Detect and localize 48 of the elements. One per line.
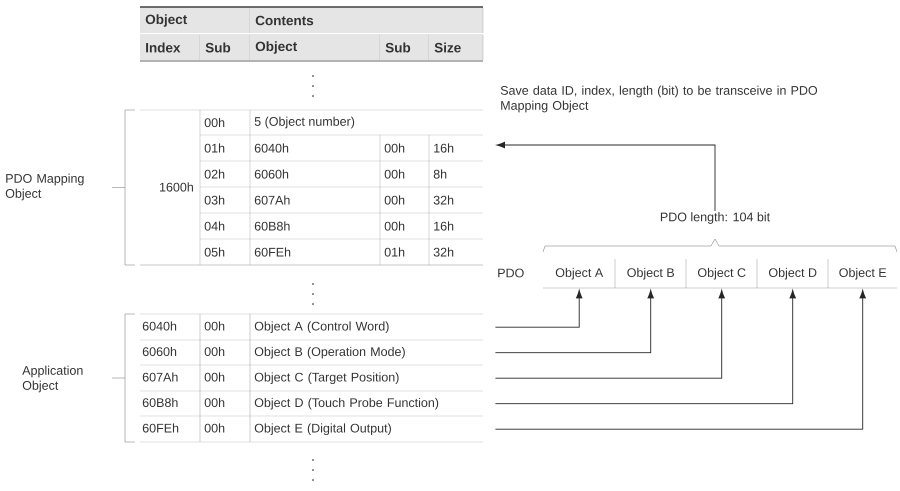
table-cell: 03h [204,195,224,205]
arrow [496,142,716,212]
arrow [494,290,866,430]
header-cell: Sub [380,34,430,62]
table-cell: 05h [204,247,224,257]
table-cell: 00h [384,169,404,179]
table-cell: 16h [434,143,454,153]
table-cell: 1600h [160,182,193,192]
note-text: Save data ID, index, length (bit) to be transceive in PDO Mapping Object [500,86,818,112]
table-cell: 04h [204,221,224,231]
table-row: 607Ah 00h Object C (Target Position) [140,364,484,392]
group-label: PDO Mapping Object [6,174,84,200]
table-cell: 32h [434,247,454,257]
pdo-cell: Object A [542,258,616,288]
arrow [494,290,654,354]
table-cell: 01h [204,143,224,153]
table-cell: 60FEh [254,247,290,257]
table-cell: 6040h [254,143,288,153]
row-label: PDO [498,268,524,278]
table-row: 60B8h 00h Object D (Touch Probe Function) [140,390,484,416]
table-cell: 6060h [254,169,288,179]
table-cell: 01h [384,247,404,257]
table-cell: 607Ah [254,195,290,205]
table-cell: 8h [434,169,446,179]
table-cell: 5 (Object number) [254,116,354,128]
group-label: Application Object [22,366,83,392]
arrow [494,290,725,379]
pdo-cell: Object C [686,258,758,288]
arrow [494,290,582,328]
header-cell: Index [140,34,200,62]
table-cell: 00h [384,143,404,153]
header-cell: Size [428,34,484,62]
table-cell: 00h [204,118,224,128]
pdo-cell: Object E [828,268,898,288]
table-cell: 32h [434,195,454,205]
table-row: 60FEh 00h Object E (Digital Output) [140,416,484,442]
table-row: 6040h 00h Object A (Control Word) [140,314,484,340]
table-cell: 16h [434,221,454,231]
arrow [494,290,796,404]
table-cell: 02h [204,169,224,179]
pdo-cell: Object B [614,258,686,288]
length-label: PDO length: 104 bit [660,212,770,224]
table-cell: 00h [384,221,404,231]
pdo-cell: Object D [756,258,828,288]
table-cell: 60B8h [254,221,290,231]
header-cell: Sub [200,34,250,62]
table-cell: 00h [384,195,404,205]
table-row: 6060h 00h Object B (Operation Mode) [140,340,484,366]
